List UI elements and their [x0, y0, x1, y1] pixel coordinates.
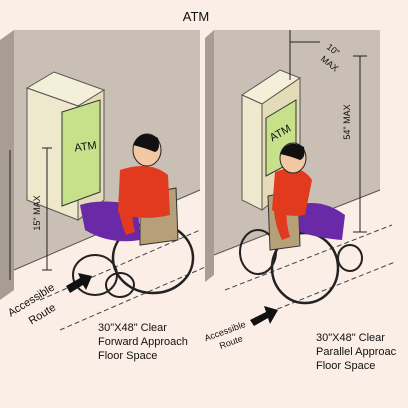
left-atm-screen [61, 99, 101, 207]
right-caster-wheel [337, 244, 363, 272]
right-floor-dashed-a [224, 224, 393, 291]
right-panel-parallel-approach: ATM 10" MAX 54" MAX Accessible Route 30"… [203, 30, 397, 372]
left-clear-space-line1: 30"X48" Clear [98, 322, 167, 334]
right-clear-space-line2: Parallel Approac [316, 346, 397, 358]
left-hair [133, 134, 159, 152]
right-pants [298, 202, 345, 240]
left-clear-space-line2: Forward Approach [98, 336, 188, 348]
right-clear-space-line1: 30"X48" Clear [316, 332, 385, 344]
left-side-wall [0, 30, 14, 300]
right-hair [280, 143, 305, 160]
right-route-arrow [250, 306, 278, 326]
right-floor-dashed-b [254, 261, 396, 319]
left-atm-screen-label: ATM [74, 140, 98, 155]
right-side-wall [205, 30, 214, 282]
left-route-arrow [66, 273, 92, 293]
right-clear-space-line3: Floor Space [316, 360, 375, 372]
right-wheelchair-user [239, 142, 363, 305]
left-small-wheel [72, 254, 118, 296]
right-atm-side [241, 94, 263, 211]
left-floor-dashed-b [59, 264, 211, 331]
left-wheelchair-user [72, 133, 195, 298]
right-height-dim-label: 54" MAX [342, 104, 352, 139]
left-panel-forward-approach: ATM 15" MAX Accessible Route 30"X48" Cle… [0, 30, 211, 362]
left-clear-space-line3: Floor Space [98, 350, 157, 362]
right-small-wheel [239, 229, 277, 275]
diagram-title: ATM [183, 9, 209, 24]
right-arm [273, 182, 292, 240]
left-dim-label: 15" MAX [32, 195, 42, 230]
left-arm [118, 180, 140, 235]
left-caster-wheel [105, 272, 135, 298]
left-floor-dashed-a [39, 229, 201, 301]
